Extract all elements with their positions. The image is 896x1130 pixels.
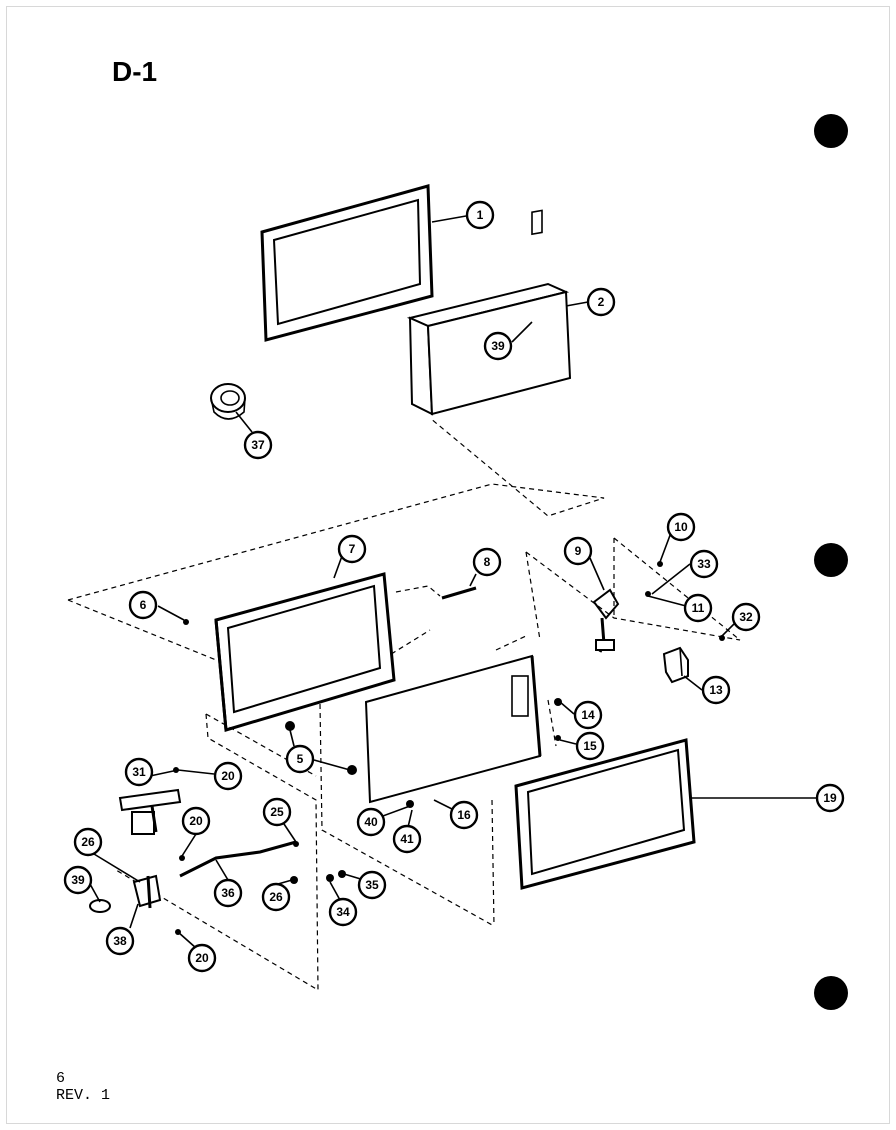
page-number: 6 [56, 1070, 66, 1087]
callout-35-label: 35 [365, 878, 379, 892]
callout-11: 11 [683, 593, 713, 623]
part-38-lower-bracket [89, 874, 162, 913]
callout-1: 1 [465, 200, 495, 230]
callout-32: 32 [731, 602, 761, 632]
part-19-outer-frame [514, 738, 696, 890]
callout-7-label: 7 [349, 542, 356, 556]
callout-20-b-label: 20 [189, 814, 203, 828]
leader-lines [89, 215, 816, 949]
callout-34: 34 [328, 897, 358, 927]
callout-32-label: 32 [739, 610, 753, 624]
callout-14-label: 14 [581, 708, 595, 722]
part-13-block [662, 646, 689, 684]
part-2-box [406, 209, 572, 416]
callout-26-a: 26 [73, 827, 103, 857]
part-31-bracket [118, 788, 182, 835]
part-7-window-frame [214, 572, 396, 732]
callout-20-a-label: 20 [221, 769, 235, 783]
callout-33-label: 33 [697, 557, 711, 571]
callout-35: 35 [357, 870, 387, 900]
callout-6: 6 [128, 590, 158, 620]
callout-31-label: 31 [132, 765, 146, 779]
callout-15: 15 [575, 731, 605, 761]
callout-26-b-label: 26 [269, 890, 283, 904]
callout-20-c: 20 [187, 943, 217, 973]
callout-10-label: 10 [674, 520, 688, 534]
callout-39-b-label: 39 [71, 873, 85, 887]
callout-39-b: 39 [63, 865, 93, 895]
callout-16-label: 16 [457, 808, 471, 822]
callout-5: 5 [285, 744, 315, 774]
callout-26-a-label: 26 [81, 835, 95, 849]
callout-37-label: 37 [251, 438, 265, 452]
callout-20-c-label: 20 [195, 951, 209, 965]
callout-38: 38 [105, 926, 135, 956]
callout-5-label: 5 [297, 752, 304, 766]
callout-14: 14 [573, 700, 603, 730]
callout-40-label: 40 [364, 815, 378, 829]
callout-40: 40 [356, 807, 386, 837]
callout-36-label: 36 [221, 886, 235, 900]
callout-6-label: 6 [140, 598, 147, 612]
callout-8-label: 8 [484, 555, 491, 569]
callout-25-label: 25 [270, 805, 284, 819]
callout-2-label: 2 [598, 295, 605, 309]
callout-25: 25 [262, 797, 292, 827]
callout-34-label: 34 [336, 905, 350, 919]
callout-37: 37 [243, 430, 273, 460]
callout-13-label: 13 [709, 683, 723, 697]
callout-39-label: 39 [491, 339, 505, 353]
callout-15-label: 15 [583, 739, 597, 753]
callout-38-label: 38 [113, 934, 127, 948]
part-37-roll [210, 383, 246, 420]
binder-hole-middle [814, 543, 848, 577]
callout-41-label: 41 [400, 832, 414, 846]
revision-label: REV. 1 [56, 1087, 111, 1104]
callout-19-label: 19 [823, 791, 837, 805]
part-16-panel [364, 654, 542, 804]
callout-7: 7 [337, 534, 367, 564]
callout-8: 8 [472, 547, 502, 577]
part-8-spring [441, 586, 477, 600]
callout-31: 31 [124, 757, 154, 787]
callout-36: 36 [213, 878, 243, 908]
callout-33: 33 [689, 549, 719, 579]
callout-1-label: 1 [477, 208, 484, 222]
callout-9-label: 9 [575, 544, 582, 558]
callout-2: 2 [586, 287, 616, 317]
callout-10: 10 [666, 512, 696, 542]
callout-26-b: 26 [261, 882, 291, 912]
callout-20-b: 20 [181, 806, 211, 836]
part-36-rod [179, 840, 297, 878]
callout-39: 39 [483, 331, 513, 361]
binder-hole-top [814, 114, 848, 148]
page-border [6, 6, 890, 1124]
callout-16: 16 [449, 800, 479, 830]
binder-hole-bottom [814, 976, 848, 1010]
part-1-frame [260, 184, 434, 342]
callout-41: 41 [392, 824, 422, 854]
page-title: D-1 [112, 56, 158, 87]
callout-11-label: 11 [692, 601, 705, 615]
callout-20-a: 20 [213, 761, 243, 791]
part-9-latch [592, 588, 620, 653]
callout-13: 13 [701, 675, 731, 705]
callout-9: 9 [563, 536, 593, 566]
callout-19: 19 [815, 783, 845, 813]
